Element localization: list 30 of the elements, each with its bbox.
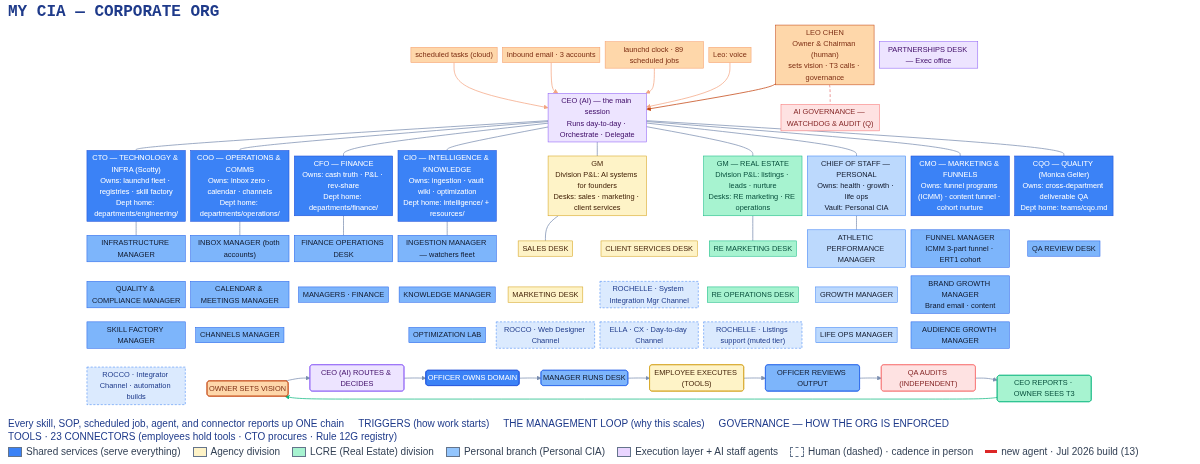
section-heading: GOVERNANCE — HOW THE ORG IS ENFORCED bbox=[718, 418, 949, 429]
connector bbox=[343, 215, 344, 236]
connector bbox=[135, 220, 137, 236]
legend-text: Execution layer + AI staff agents bbox=[635, 446, 779, 457]
section-heading: THE MANAGEMENT LOOP (why this scales) bbox=[503, 418, 705, 429]
connector bbox=[239, 220, 241, 236]
connector bbox=[446, 220, 448, 236]
connector bbox=[239, 121, 549, 151]
section-heading: TOOLS · 23 CONNECTORS (employees hold tools · CTO procures · Rule 12G registry) bbox=[8, 431, 397, 442]
connector bbox=[752, 215, 754, 242]
connector bbox=[446, 126, 549, 151]
connector bbox=[646, 122, 857, 157]
connector bbox=[596, 141, 598, 157]
connector bbox=[829, 84, 831, 105]
legend-text: new agent · Jul 2026 build (13) bbox=[1001, 446, 1139, 457]
connector bbox=[646, 121, 961, 157]
connector bbox=[343, 122, 549, 157]
legend-text: Shared services (serve everything) bbox=[26, 446, 181, 457]
connector bbox=[545, 215, 559, 242]
section-heading: Every skill, SOP, scheduled job, agent, and connector reports up ONE chain bbox=[8, 418, 345, 429]
legend-text: LCRE (Real Estate) division bbox=[310, 446, 434, 457]
connector bbox=[646, 120, 1065, 157]
diagram-title: MY CIA — CORPORATE ORG bbox=[8, 3, 220, 21]
section-heading: TRIGGERS (how work starts) bbox=[358, 418, 490, 429]
legend-text: Agency division bbox=[210, 446, 280, 457]
connector bbox=[856, 215, 857, 231]
legend-text: Human (dashed) · cadence in person bbox=[808, 446, 974, 457]
connector bbox=[646, 126, 754, 157]
legend-text: Personal branch (Personal CIA) bbox=[463, 446, 606, 457]
connector bbox=[135, 120, 549, 151]
